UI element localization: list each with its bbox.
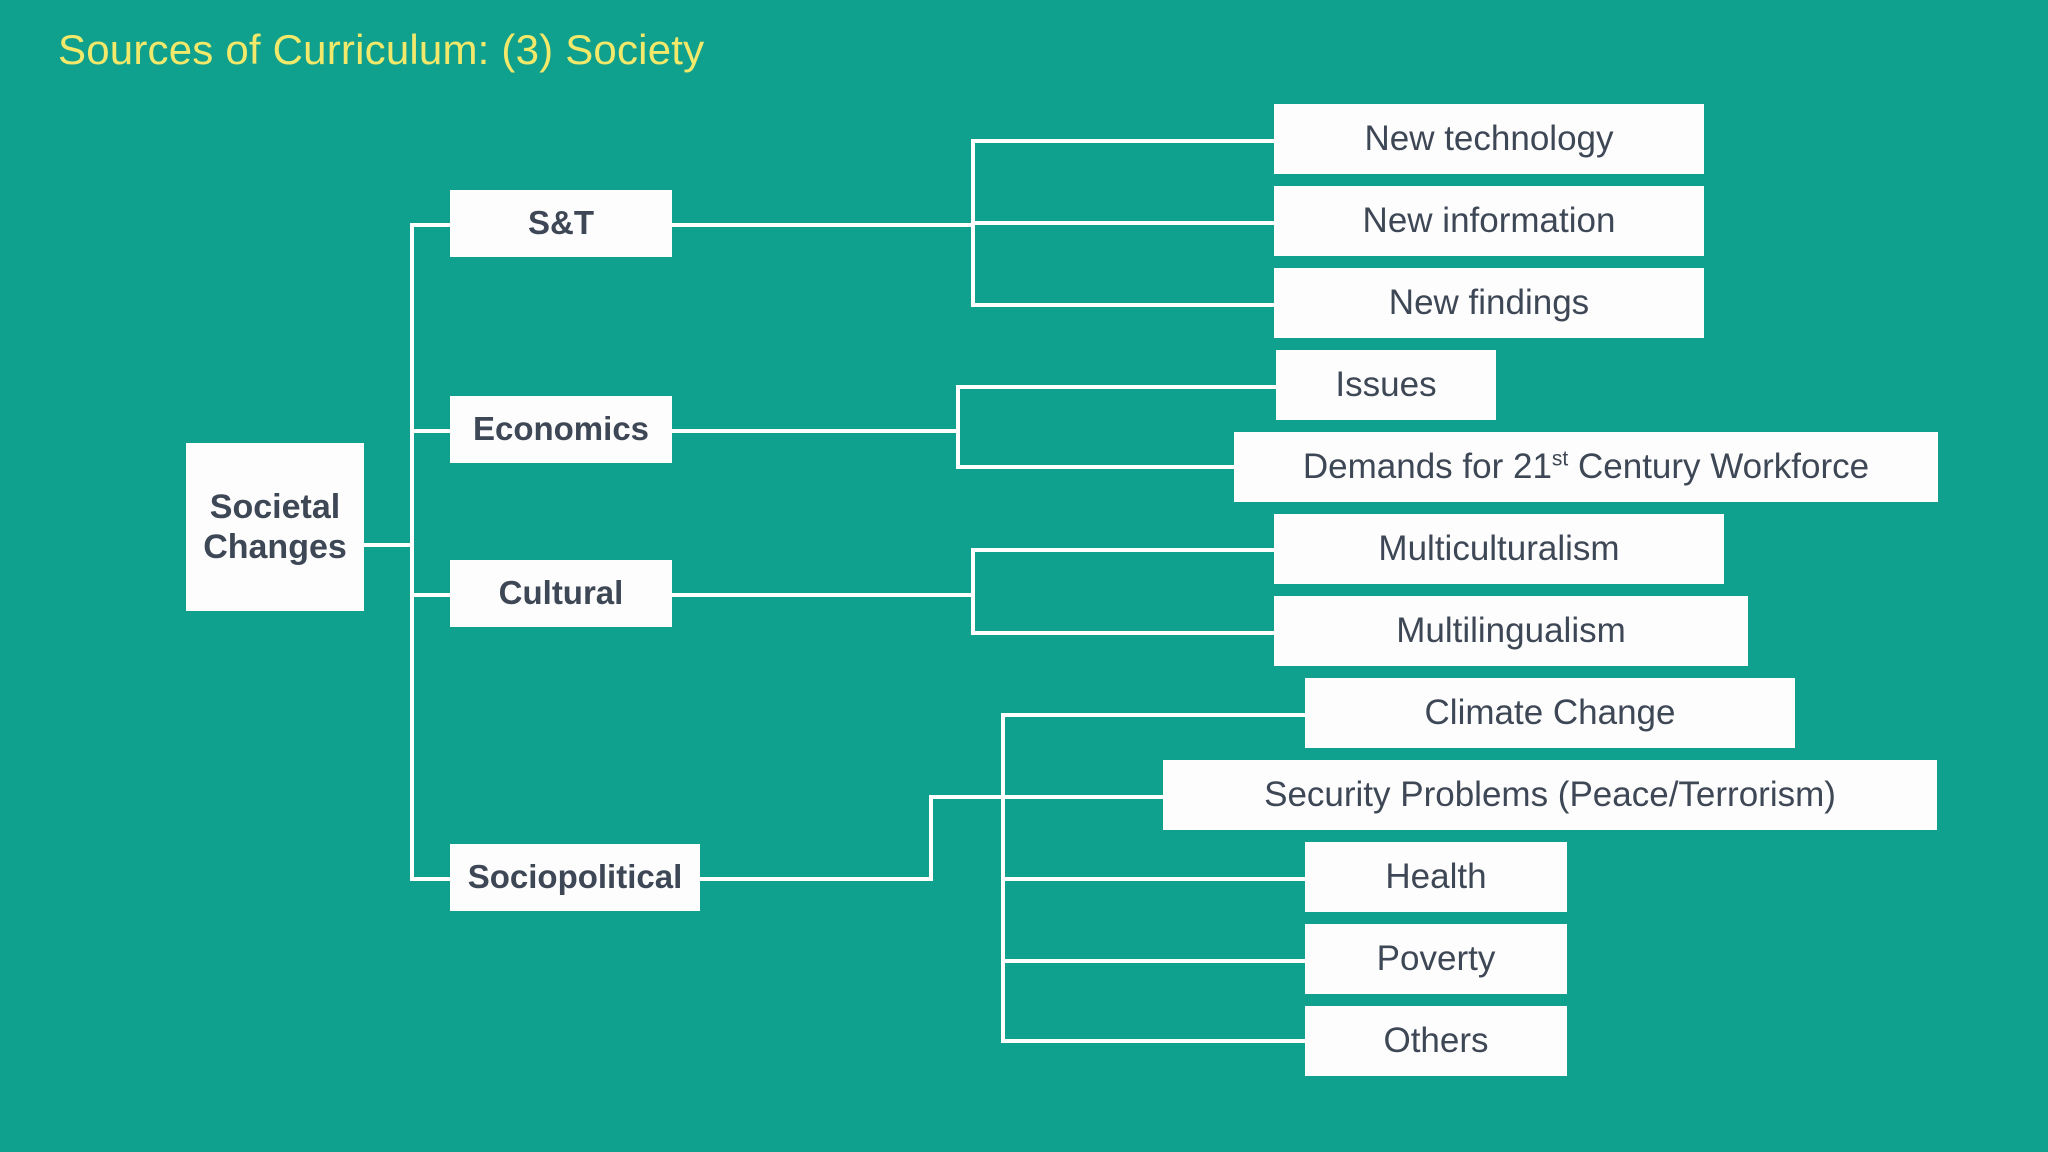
connector-spine-to-sociopolitical [410,877,452,881]
demands-label-post: Century Workforce [1568,447,1870,487]
connector-root-stub [364,543,414,547]
connector-sociopolitical-to-health [1001,877,1305,881]
node-others[interactable]: Others [1305,1006,1567,1076]
connector-sociopolitical-to-climate [1001,713,1305,717]
node-st[interactable]: S&T [450,190,672,257]
node-economics[interactable]: Economics [450,396,672,463]
connector-sociopolitical-to-poverty [1001,959,1305,963]
connector-economics-spine [956,385,960,469]
node-new-findings[interactable]: New findings [1274,268,1704,338]
connector-sociopolitical-to-others [1001,1039,1305,1043]
node-multiculturalism[interactable]: Multiculturalism [1274,514,1724,584]
demands-label-sup: st [1551,447,1569,471]
connector-sociopolitical-to-security [929,795,1165,799]
demands-label-pre: Demands for 21 [1302,447,1552,487]
node-new-technology[interactable]: New technology [1274,104,1704,174]
node-health[interactable]: Health [1305,842,1567,912]
node-security-problems[interactable]: Security Problems (Peace/Terrorism) [1163,760,1937,830]
node-cultural[interactable]: Cultural [450,560,672,627]
connector-sociopolitical-inner-spine [1001,713,1005,1039]
connector-spine-to-economics [410,429,452,433]
node-climate-change[interactable]: Climate Change [1305,678,1795,748]
node-societal-changes[interactable]: Societal Changes [186,443,364,611]
connector-cultural-spine [971,548,975,635]
connector-economics-to-issues [956,385,1276,389]
node-issues[interactable]: Issues [1276,350,1496,420]
connector-economics-out [672,429,959,433]
connector-spine-to-cultural [410,593,452,597]
connector-cultural-out [672,593,974,597]
node-new-information[interactable]: New information [1274,186,1704,256]
connector-economics-to-demands [956,465,1236,469]
connector-cultural-to-multilingualism [971,631,1275,635]
connector-main-spine [410,223,414,881]
node-poverty[interactable]: Poverty [1305,924,1567,994]
node-sociopolitical[interactable]: Sociopolitical [450,844,700,911]
node-multilingualism[interactable]: Multilingualism [1274,596,1748,666]
node-demands-workforce-label: Demands for 21st Century Workforce [1303,446,1869,487]
node-societal-changes-line2: Changes [203,528,347,566]
node-societal-changes-line1: Societal [209,487,341,526]
connector-sociopolitical-outer-spine [929,795,933,881]
connector-sociopolitical-out [700,877,933,881]
connector-st-to-new-findings [971,303,1275,307]
node-demands-workforce[interactable]: Demands for 21st Century Workforce [1234,432,1938,502]
connector-spine-to-st [410,223,452,227]
page-title: Sources of Curriculum: (3) Society [58,26,705,73]
connector-st-out [672,223,974,227]
connector-cultural-to-multiculturalism [971,548,1275,552]
connector-st-to-new-information [971,221,1275,225]
connector-st-to-new-technology [971,139,1275,143]
